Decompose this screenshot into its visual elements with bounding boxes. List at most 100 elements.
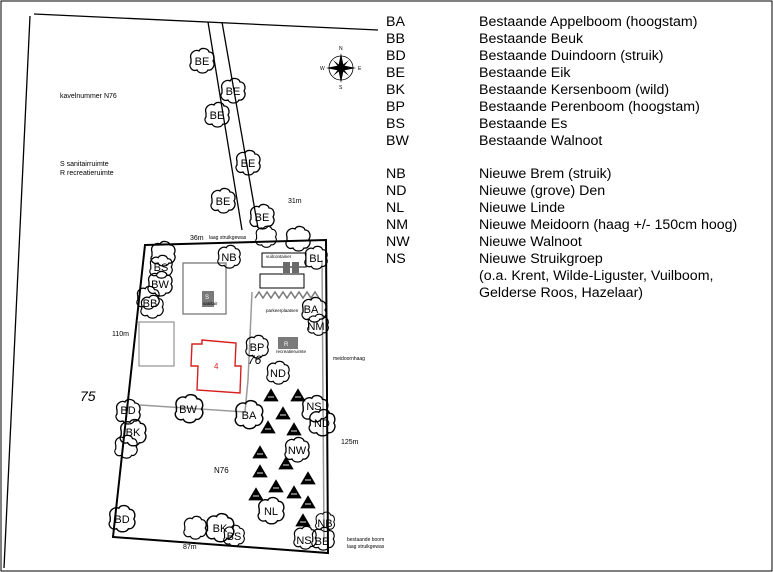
- tree-label: NB: [317, 518, 332, 530]
- legend-code: BD: [386, 48, 406, 64]
- tree-label: BK: [126, 427, 141, 439]
- plot-number-75: 75: [80, 388, 96, 404]
- legend-code: [386, 268, 479, 285]
- legend-desc: Bestaande Perenboom (hoogstam): [479, 99, 700, 115]
- label-existing-tree: bestaande boom: [347, 537, 384, 543]
- tree-label: BD: [114, 514, 129, 526]
- tree-label: NL: [264, 506, 278, 518]
- plot-number-76: 76: [248, 353, 262, 367]
- dimension-31m: 31m: [288, 198, 302, 205]
- tree-label: BE: [255, 212, 270, 224]
- legend-code: BB: [386, 31, 405, 47]
- legend-row: Gelderse Roos, Hazelaar): [386, 285, 771, 302]
- building-recreation: [278, 337, 298, 349]
- dimension-110m: 110m: [112, 331, 129, 338]
- compass-s: S: [339, 85, 343, 91]
- facility-note-recreation: R recreatieruimte: [60, 170, 114, 177]
- tree-label: NS: [296, 535, 311, 547]
- tree-label: BB: [143, 298, 158, 310]
- container-1: [283, 262, 290, 273]
- legend-row: BS Bestaande Es: [386, 116, 771, 133]
- tree-label: NS: [306, 401, 321, 413]
- legend-desc: Nieuwe (grove) Den: [479, 183, 606, 199]
- legend-code: NS: [386, 251, 406, 267]
- tree-label: BS: [154, 262, 169, 274]
- building-r-letter: R: [284, 342, 289, 348]
- legend-row: (o.a. Krent, Wilde-Liguster, Vuilboom,: [386, 268, 771, 285]
- road-line-lane-right: [221, 21, 259, 229]
- building-4: [190, 339, 242, 394]
- legend-desc: Bestaande Kersenboom (wild): [479, 82, 670, 98]
- tree-label: BE: [210, 110, 225, 122]
- building-left-mid: [138, 321, 175, 367]
- legend-desc: Bestaande Es: [479, 116, 568, 132]
- building-s-letter: S: [205, 295, 209, 301]
- building-4-number: 4: [214, 362, 219, 371]
- legend-code: ND: [386, 183, 407, 199]
- legend-code: BS: [386, 116, 405, 132]
- legend-row: NB Nieuwe Brem (struik): [386, 166, 771, 183]
- tree-label: BK: [213, 523, 228, 535]
- legend-row: NW Nieuwe Walnoot: [386, 234, 771, 251]
- building-left-top: [182, 262, 227, 315]
- tree-label: BS: [227, 531, 242, 543]
- compass-e: E: [358, 66, 362, 72]
- legend-row: ND Nieuwe (grove) Den: [386, 183, 771, 200]
- legend-desc: Bestaande Beuk: [479, 31, 584, 47]
- tree-label: BD: [120, 405, 135, 417]
- label-sanitary: sanitair: [203, 301, 218, 306]
- legend-code: NB: [386, 166, 406, 182]
- legend-desc: (o.a. Krent, Wilde-Liguster, Vuilboom,: [479, 268, 714, 284]
- legend-code: BW: [386, 133, 409, 149]
- tree-label: BE: [315, 536, 330, 548]
- tree-label: ND: [314, 418, 330, 430]
- tree-label: BW: [151, 279, 169, 291]
- facility-note-sanitary: S sanitairruimte: [60, 161, 109, 168]
- legend-row: BB Bestaande Beuk: [386, 31, 771, 48]
- legend-code: NL: [386, 200, 405, 216]
- dimension-87m: 87m: [183, 544, 197, 551]
- legend-desc: Bestaande Duindoorn (struik): [479, 48, 664, 64]
- legend-desc: Nieuwe Brem (struik): [479, 166, 612, 182]
- tree-label: ND: [270, 368, 286, 380]
- legend-code: BK: [386, 82, 405, 98]
- legend-desc: Nieuwe Meidoorn (haag +/- 150cm hoog): [479, 217, 738, 233]
- legend-row: NS Nieuwe Struikgroep: [386, 251, 771, 268]
- plot-label: kavelnummer N76: [60, 93, 117, 100]
- tree-label: BW: [179, 404, 197, 416]
- tree-label: NM: [307, 321, 324, 333]
- dimension-36m: 36m: [190, 235, 204, 242]
- inner-path: [139, 291, 253, 413]
- compass-n: N: [339, 46, 343, 52]
- legend-row: BD Bestaande Duindoorn (struik): [386, 48, 771, 65]
- tree-label: BP: [250, 342, 265, 354]
- label-parking: parkeerplaatsen: [266, 308, 299, 313]
- legend-code: BP: [386, 99, 405, 115]
- legend-code: NW: [386, 234, 410, 250]
- label-low-shrubs-top: laag struikgewas: [209, 235, 247, 241]
- legend-desc: Bestaande Appelboom (hoogstam): [479, 14, 698, 30]
- tree-label: NB: [221, 252, 236, 264]
- legend-desc: Nieuwe Walnoot: [479, 234, 582, 250]
- parking-frame: [259, 273, 305, 289]
- label-hedge: meidoornhaag: [333, 356, 365, 362]
- legend-desc: Nieuwe Struikgroep: [479, 251, 603, 267]
- compass-rose: [326, 53, 356, 83]
- tree-label: BE: [216, 196, 231, 208]
- tree-label: NW: [288, 445, 307, 457]
- label-low-shrubs-bottom: laag struikgewas: [347, 544, 385, 550]
- legend-code: [386, 285, 479, 302]
- plot-number-n76: N76: [214, 466, 229, 475]
- road-line-top: [33, 13, 379, 31]
- container-2: [292, 262, 299, 273]
- tree-label: BE: [195, 56, 210, 68]
- tree-label: BE: [241, 158, 256, 170]
- label-container: vuilcontainer: [266, 254, 292, 259]
